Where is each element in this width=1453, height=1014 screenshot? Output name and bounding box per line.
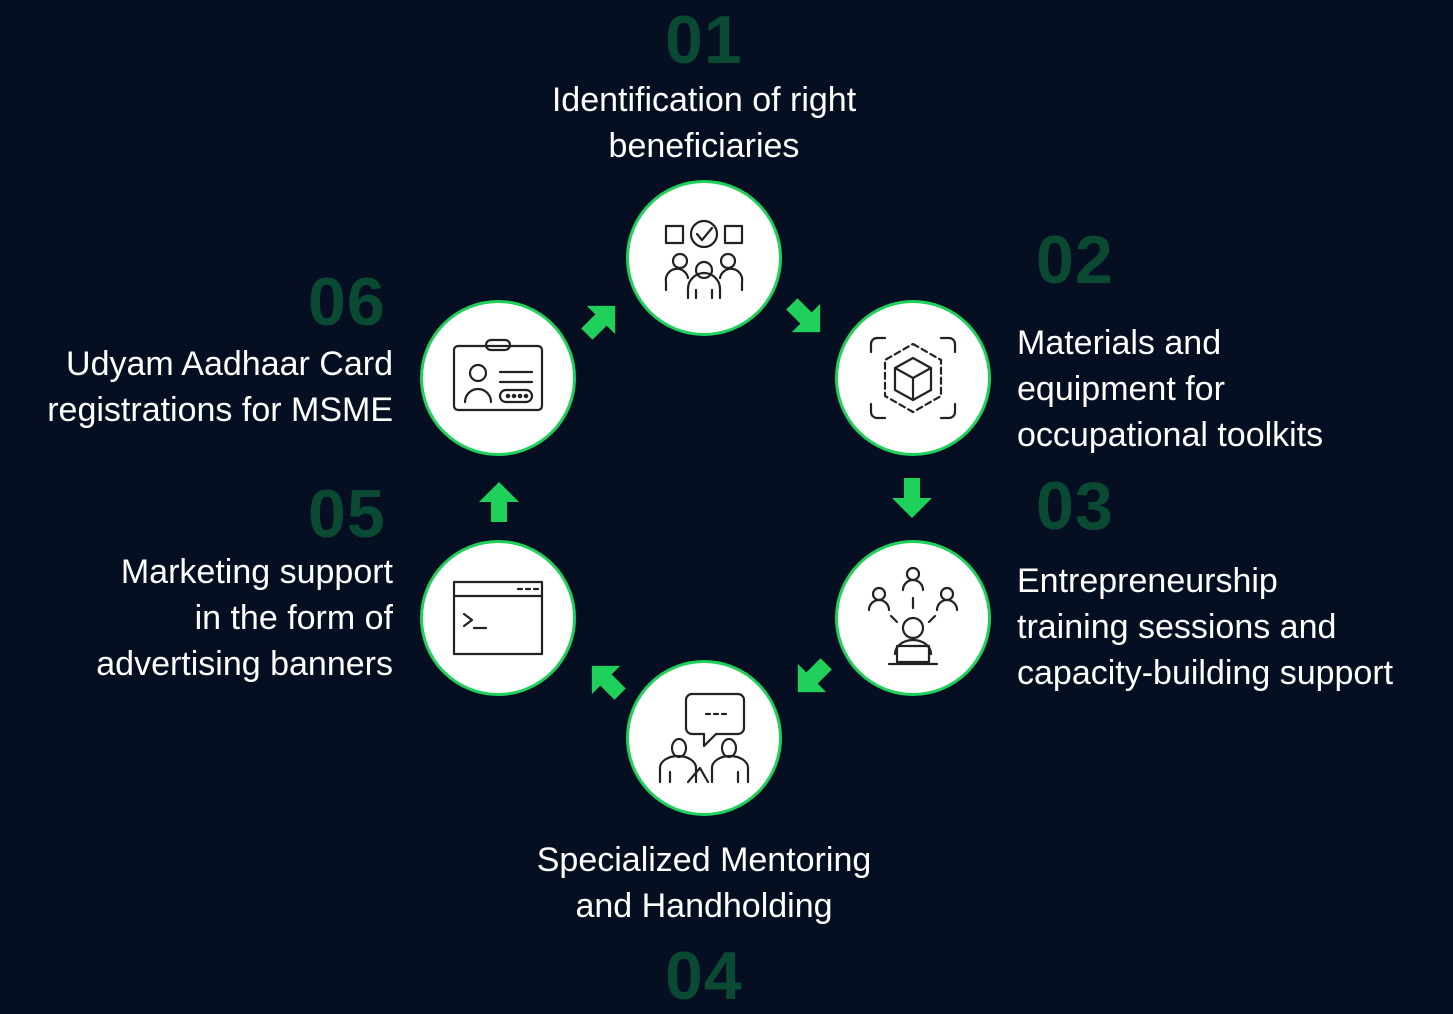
step-03-number: 03 <box>1036 468 1114 544</box>
3d-box-icon <box>869 336 957 420</box>
step-06-number: 06 <box>308 264 386 340</box>
id-card-icon <box>452 338 544 412</box>
arrow-04-to-05 <box>572 646 640 714</box>
step-03-circle <box>835 540 991 696</box>
arrow-right-icon <box>797 658 832 693</box>
step-06-circle <box>420 300 576 456</box>
step-02-circle <box>835 300 991 456</box>
step-05-circle <box>420 540 576 696</box>
step-04-circle <box>626 660 782 816</box>
team-checkmark-icon <box>664 219 744 300</box>
arrow-06-to-01 <box>567 286 635 354</box>
step-01-number: 01 <box>665 2 743 78</box>
step-05-label: Marketing support in the form of adverti… <box>96 553 393 683</box>
step-03-label: Entrepreneurship training sessions and c… <box>1017 562 1394 692</box>
arrow-02-to-03 <box>888 474 936 522</box>
browser-window-icon <box>452 580 544 656</box>
arrow-right-icon <box>581 305 616 340</box>
step-04-label: Specialized Mentoring and Handholding <box>536 841 872 925</box>
step-06-label: Udyam Aadhaar Card registrations for MSM… <box>47 345 393 429</box>
arrow-right-icon <box>479 482 519 522</box>
step-05-number: 05 <box>308 476 386 552</box>
step-02-number: 02 <box>1036 222 1114 298</box>
step-04-number: 04 <box>665 938 743 1014</box>
arrow-01-to-02 <box>772 284 840 352</box>
arrow-05-to-06 <box>475 478 523 526</box>
training-session-icon <box>867 566 959 666</box>
arrow-right-icon <box>786 298 821 333</box>
step-01-circle <box>626 180 782 336</box>
step-01-label: Identification of right beneficiaries <box>551 81 857 165</box>
arrow-right-icon <box>892 478 932 518</box>
mentoring-chat-icon <box>658 692 750 784</box>
arrow-03-to-04 <box>778 644 846 712</box>
step-02-label: Materials and equipment for occupational… <box>1017 324 1324 454</box>
arrow-right-icon <box>591 665 626 700</box>
